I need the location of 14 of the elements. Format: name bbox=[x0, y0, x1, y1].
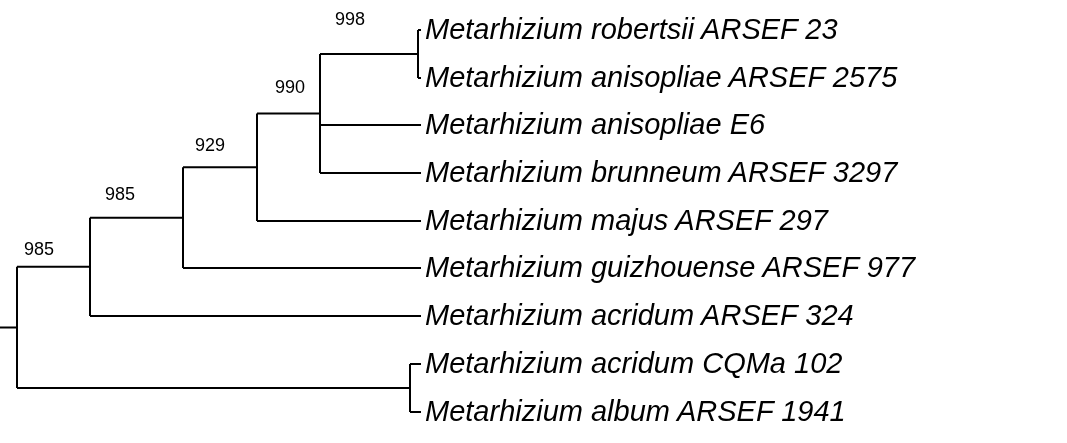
bootstrap-value: 929 bbox=[195, 136, 226, 154]
taxon-label: Metarhizium anisopliae E6 bbox=[425, 110, 766, 139]
taxon-label: Metarhizium album ARSEF 1941 bbox=[425, 397, 846, 426]
bootstrap-value: 990 bbox=[275, 78, 306, 96]
taxon-label: Metarhizium guizhouense ARSEF 977 bbox=[425, 253, 916, 282]
taxon-label: Metarhizium acridum ARSEF 324 bbox=[425, 301, 854, 330]
bootstrap-value: 985 bbox=[105, 185, 136, 203]
bootstrap-value: 998 bbox=[335, 10, 366, 28]
bootstrap-value: 985 bbox=[24, 240, 55, 258]
taxon-label: Metarhizium majus ARSEF 297 bbox=[425, 206, 828, 235]
taxon-label: Metarhizium robertsii ARSEF 23 bbox=[425, 15, 838, 44]
taxon-label: Metarhizium brunneum ARSEF 3297 bbox=[425, 158, 898, 187]
taxon-label: Metarhizium acridum CQMa 102 bbox=[425, 349, 843, 378]
taxon-label: Metarhizium anisopliae ARSEF 2575 bbox=[425, 63, 898, 92]
